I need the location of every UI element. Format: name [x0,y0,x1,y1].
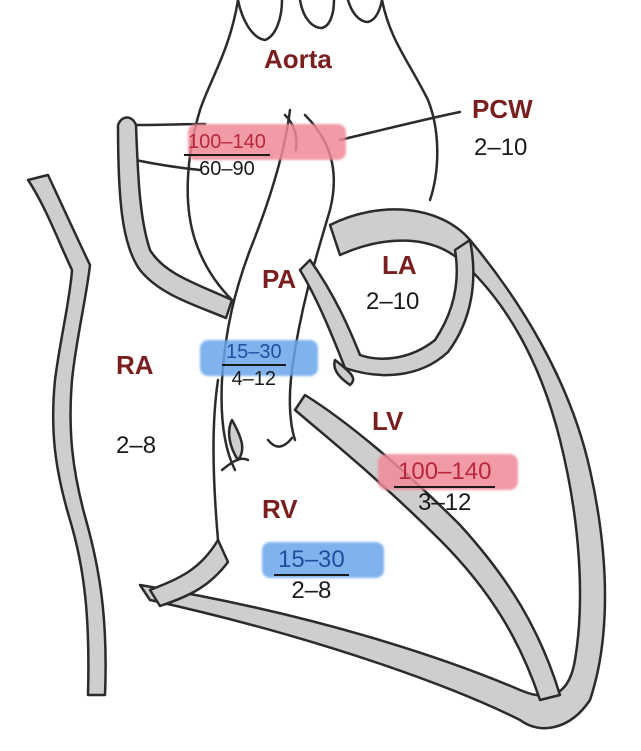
mitral-leaflet [333,358,355,387]
pa-valve-left [220,457,250,472]
lv-systolic: 100–140 [394,460,496,488]
lv-systolic-highlight [378,454,518,490]
pa-systolic-highlight [200,340,318,376]
lv-outer-wall [138,208,607,730]
lv-label: LV [372,406,404,436]
svc-wall [116,116,234,320]
ra-label: RA [116,350,154,380]
aorta-label: Aorta [264,44,332,74]
tricuspid-leaflet [227,418,244,462]
ra-value: 2–8 [116,432,157,459]
aortic-branch-mid [298,0,336,30]
rv-systolic-highlight [262,542,384,578]
svc-line-lower [133,158,202,172]
pcw-value: 2–10 [474,134,528,161]
aortic-branch-left [236,0,284,42]
pcw-line [338,110,462,142]
aortic-branch-right [346,0,384,24]
ra-outer-wall [26,173,107,697]
rv-wall [148,538,230,608]
aorta-systolic: 100–140 [184,132,270,156]
rv-diastolic: 2–8 [291,577,332,604]
pcw-label: PCW [472,94,533,124]
lv-diastolic: 3–12 [418,489,472,516]
pa-systolic: 15–30 [222,342,286,366]
ra-inner-line [212,378,220,542]
rv-systolic: 15–30 [274,548,349,576]
pa-trunk-left [220,108,292,472]
aorta-diastolic: 60–90 [199,158,255,180]
pa-pressure: 15–30 4–12 [222,342,286,389]
la-label: LA [382,250,417,280]
aorta-inner [380,0,439,202]
rv-label: RV [262,494,298,524]
aorta-wall [186,0,240,302]
pa-valve-right [266,436,294,448]
lv-pressure: 100–140 3–12 [394,460,496,516]
pa-diastolic: 4–12 [231,368,277,390]
rv-pressure: 15–30 2–8 [274,548,349,603]
aorta-pressure: 100–140 60–90 [184,132,270,179]
la-value: 2–10 [366,288,420,315]
pa-label: PA [262,264,297,294]
